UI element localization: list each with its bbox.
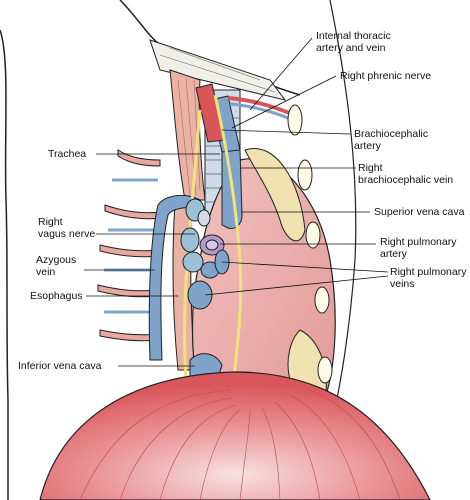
label-brachiocephalic-artery: Brachiocephalic artery [354, 128, 429, 152]
label-trachea: Trachea [48, 148, 87, 160]
posterior-ribs [97, 149, 161, 342]
diaphragm [39, 371, 431, 500]
label-right-vagus-nerve: Right vagus nerve [38, 216, 96, 240]
chest-wall-outline [329, 0, 357, 431]
vagus-nerve [183, 109, 202, 381]
phrenic-nerve [213, 94, 243, 396]
label-esophagus: Esophagus [30, 290, 83, 302]
label-inferior-vena-cava: Inferior vena cava [18, 360, 102, 372]
clavicle [149, 39, 287, 101]
label-right-phrenic-nerve: Right phrenic nerve [340, 70, 432, 82]
label-right-brachiocephalic-vein: Right brachiocephalic vein [358, 162, 454, 186]
body-outline [0, 29, 9, 500]
label-superior-vena-cava: Superior vena cava [374, 206, 465, 218]
pericardial-fat [244, 148, 306, 242]
label-internal-thoracic: Internal thoracic artery and vein [316, 30, 391, 54]
leader-lines [84, 37, 389, 367]
label-right-pulmonary-veins: Right pulmonary veins [390, 266, 467, 290]
label-azygous-vein: Azygous vein [36, 254, 77, 278]
internal-thoracic-chain [287, 104, 333, 384]
label-right-pulmonary-artery: Right pulmonary artery [380, 236, 457, 260]
